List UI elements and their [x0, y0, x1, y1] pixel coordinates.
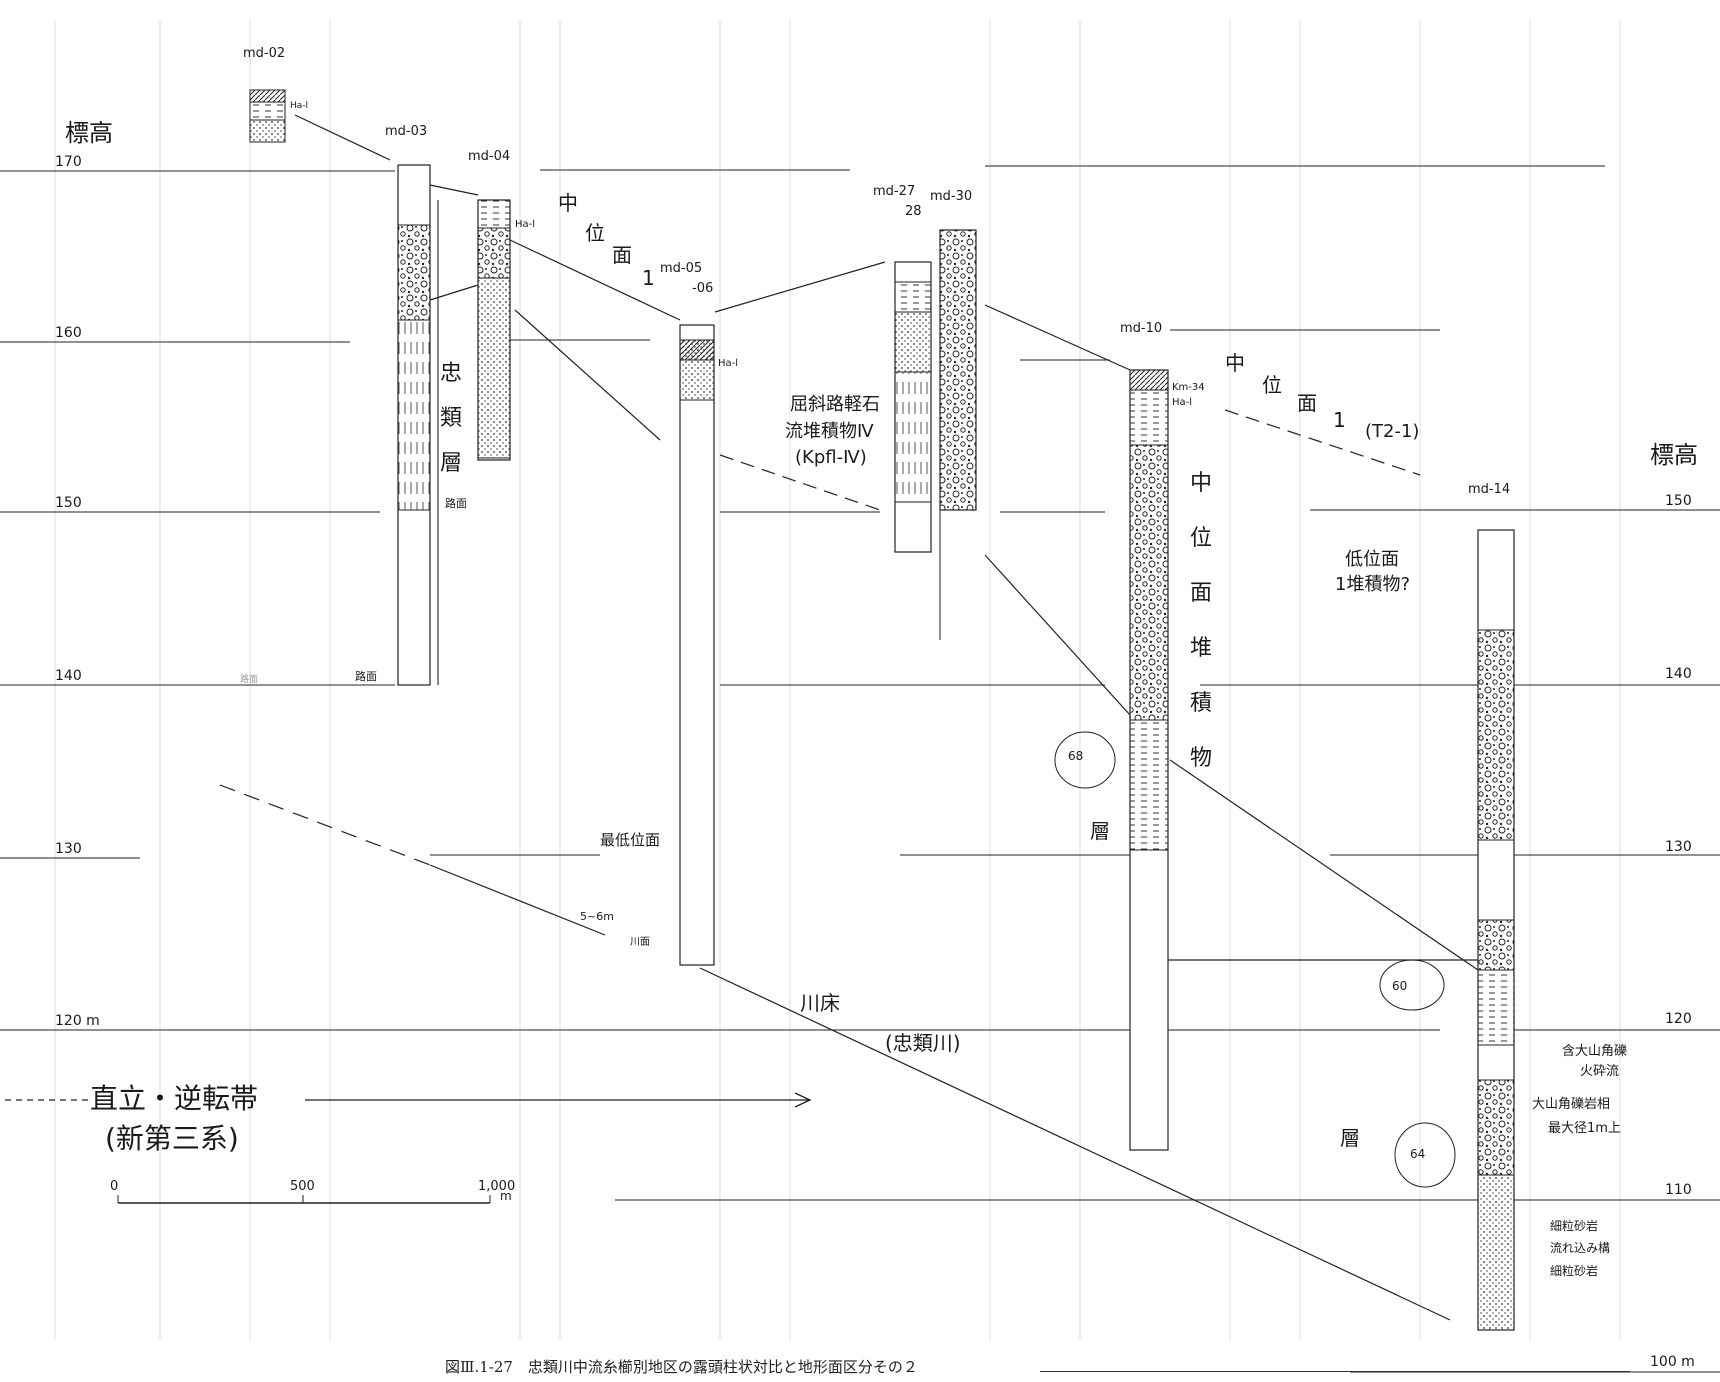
- terrace-mid1-char-1: 中: [558, 191, 578, 215]
- column-label-md-10: md-10: [1120, 321, 1162, 336]
- column-md-14: md-14: [1468, 482, 1515, 1331]
- elevation-title-left: 標高: [65, 119, 113, 147]
- tephra-label-md02: Ha-l: [290, 101, 308, 111]
- terrace-mid1b-tag: (T2-1): [1365, 421, 1419, 442]
- tick-170: 170: [55, 154, 82, 170]
- mid-deposit-2: 位: [1190, 526, 1212, 551]
- dip-2: 60: [1392, 979, 1407, 993]
- note-3: 大山角礫岩相: [1532, 1096, 1610, 1112]
- note-2: 火砕流: [1580, 1064, 1619, 1079]
- tick-r130: 130: [1665, 839, 1692, 855]
- tick-160: 160: [55, 325, 82, 341]
- column-md-02: md-02 Ha-l: [243, 46, 308, 143]
- tick-r140: 140: [1665, 666, 1692, 682]
- terrace-mid1b-char-2: 位: [1262, 373, 1282, 397]
- dip-circle-1: [1054, 731, 1116, 789]
- column-label-md-03: md-03: [385, 124, 427, 139]
- dip-3: 64: [1410, 1147, 1425, 1161]
- mid-deposit-6: 物: [1190, 746, 1212, 771]
- terrace-mid1b-char-3: 面: [1297, 391, 1317, 415]
- chuurui-layer-3: 層: [440, 451, 462, 476]
- note-4: 最大径1m上: [1548, 1121, 1621, 1136]
- road-label-1: 路面: [445, 497, 467, 510]
- tephra-label-md05: Ha-l: [718, 358, 738, 369]
- fivesix-label: 5~6m: [580, 910, 614, 923]
- elevation-lines: [0, 165, 1720, 1373]
- terrace-mid1-char-4: 1: [642, 266, 655, 290]
- tick-140: 140: [55, 668, 82, 684]
- road-label-3: 路面: [240, 673, 258, 685]
- elevation-axis-left: 標高 170 160 150 140 130 120 m: [55, 119, 113, 1029]
- tick-r100: 100 m: [1650, 1354, 1695, 1370]
- terrace-mid1-char-3: 面: [612, 243, 632, 267]
- elevation-title-right: 標高: [1650, 441, 1698, 469]
- figure-caption: 図Ⅲ.1-27 忠類川中流糸櫛別地区の露頭柱状対比と地形面区分その２: [445, 1358, 918, 1376]
- note-1: 含大山角礫: [1562, 1043, 1627, 1059]
- mid-deposit-5: 積: [1190, 691, 1212, 716]
- note-7: 細粒砂岩: [1550, 1263, 1598, 1278]
- tephra-label-md04: Ha-l: [515, 219, 535, 230]
- caption-rule: [1040, 1371, 1630, 1372]
- column-label-md-14: md-14: [1468, 482, 1510, 497]
- column-label-md-28: 28: [905, 204, 922, 219]
- column-md-10: md-10 Km-34 Ha-l: [1120, 321, 1205, 1151]
- mid-deposit-1: 中: [1190, 471, 1212, 496]
- dip-circle-3: [1394, 1122, 1456, 1188]
- column-label-md-04: md-04: [468, 149, 510, 164]
- pyroclastic-line-1: 屈斜路軽石: [790, 394, 880, 415]
- scale-bar: 0 500 1,000 m: [110, 1179, 515, 1204]
- lowest-terrace: 最低位面: [600, 831, 660, 849]
- tick-150: 150: [55, 495, 82, 511]
- annotations: 中 位 面 1 中 位 面 1 (T2-1) 忠 類 層 屈斜路軽石 流堆積物Ⅳ…: [90, 191, 1627, 1278]
- column-md-03: md-03: [385, 124, 431, 686]
- pyroclastic-line-3: (Kpfl-Ⅳ): [795, 447, 867, 468]
- tick-r150: 150: [1665, 493, 1692, 509]
- column-md-27-28-30: md-27 28 md-30: [873, 184, 977, 640]
- column-md-04: md-04 Ha-l: [437, 149, 535, 685]
- tephra-label-md10-2: Ha-l: [1172, 397, 1192, 408]
- dip-circle-2: [1379, 959, 1445, 1011]
- tephra-label-md10-1: Km-34: [1172, 382, 1205, 393]
- column-label-md-06: -06: [692, 281, 713, 296]
- tick-r120: 120: [1665, 1011, 1692, 1027]
- column-md-05-06: md-05 -06 Ha-l: [660, 261, 738, 966]
- elevation-axis-right: 標高 150 140 130 120 110 100 m: [1650, 441, 1698, 1370]
- fault-zone-label: 直立・逆転帯: [90, 1082, 258, 1115]
- dip-1: 68: [1068, 749, 1083, 763]
- tick-r110: 110: [1665, 1182, 1692, 1198]
- tick-120: 120 m: [55, 1013, 100, 1029]
- road-label-2: 路面: [355, 670, 377, 683]
- column-label-md-02: md-02: [243, 46, 285, 61]
- so-layer-1: 層: [1090, 819, 1110, 843]
- column-label-md-27: md-27: [873, 184, 915, 199]
- terrace-mid1-char-2: 位: [585, 221, 605, 245]
- mid-deposit-4: 堆: [1190, 636, 1212, 661]
- scale-500: 500: [290, 1179, 315, 1194]
- scale-1000: 1,000: [478, 1179, 515, 1194]
- low-terrace-1: 低位面: [1345, 549, 1399, 570]
- chuurui-layer-1: 忠: [440, 361, 462, 386]
- scale-0: 0: [110, 1179, 118, 1194]
- river-bed-label: 川床: [800, 991, 840, 1015]
- chuurui-layer-2: 類: [440, 406, 462, 431]
- column-label-md-05: md-05: [660, 261, 702, 276]
- so-layer-2: 層: [1340, 1126, 1360, 1150]
- mid-deposit-3: 面: [1190, 581, 1212, 606]
- low-terrace-2: 1堆積物?: [1335, 574, 1410, 595]
- graph-paper-grid: [54, 20, 1621, 1340]
- column-label-md-30: md-30: [930, 189, 972, 204]
- scale-unit: m: [500, 1189, 512, 1203]
- fault-zone-label-2: (新第三系): [105, 1122, 239, 1155]
- note-5: 細粒砂岩: [1550, 1218, 1598, 1233]
- terrace-mid1b-char-1: 中: [1225, 351, 1245, 375]
- pyroclastic-line-2: 流堆積物Ⅳ: [785, 421, 874, 442]
- tick-130: 130: [55, 841, 82, 857]
- terrace-mid1b-char-4: 1: [1333, 408, 1346, 432]
- river-name-label: (忠類川): [885, 1031, 961, 1055]
- correlation-lines: [219, 114, 1479, 1321]
- note-6: 流れ込み構: [1550, 1241, 1610, 1255]
- fault-zone-arrow: [5, 1092, 812, 1108]
- kawa-label: 川面: [630, 937, 650, 948]
